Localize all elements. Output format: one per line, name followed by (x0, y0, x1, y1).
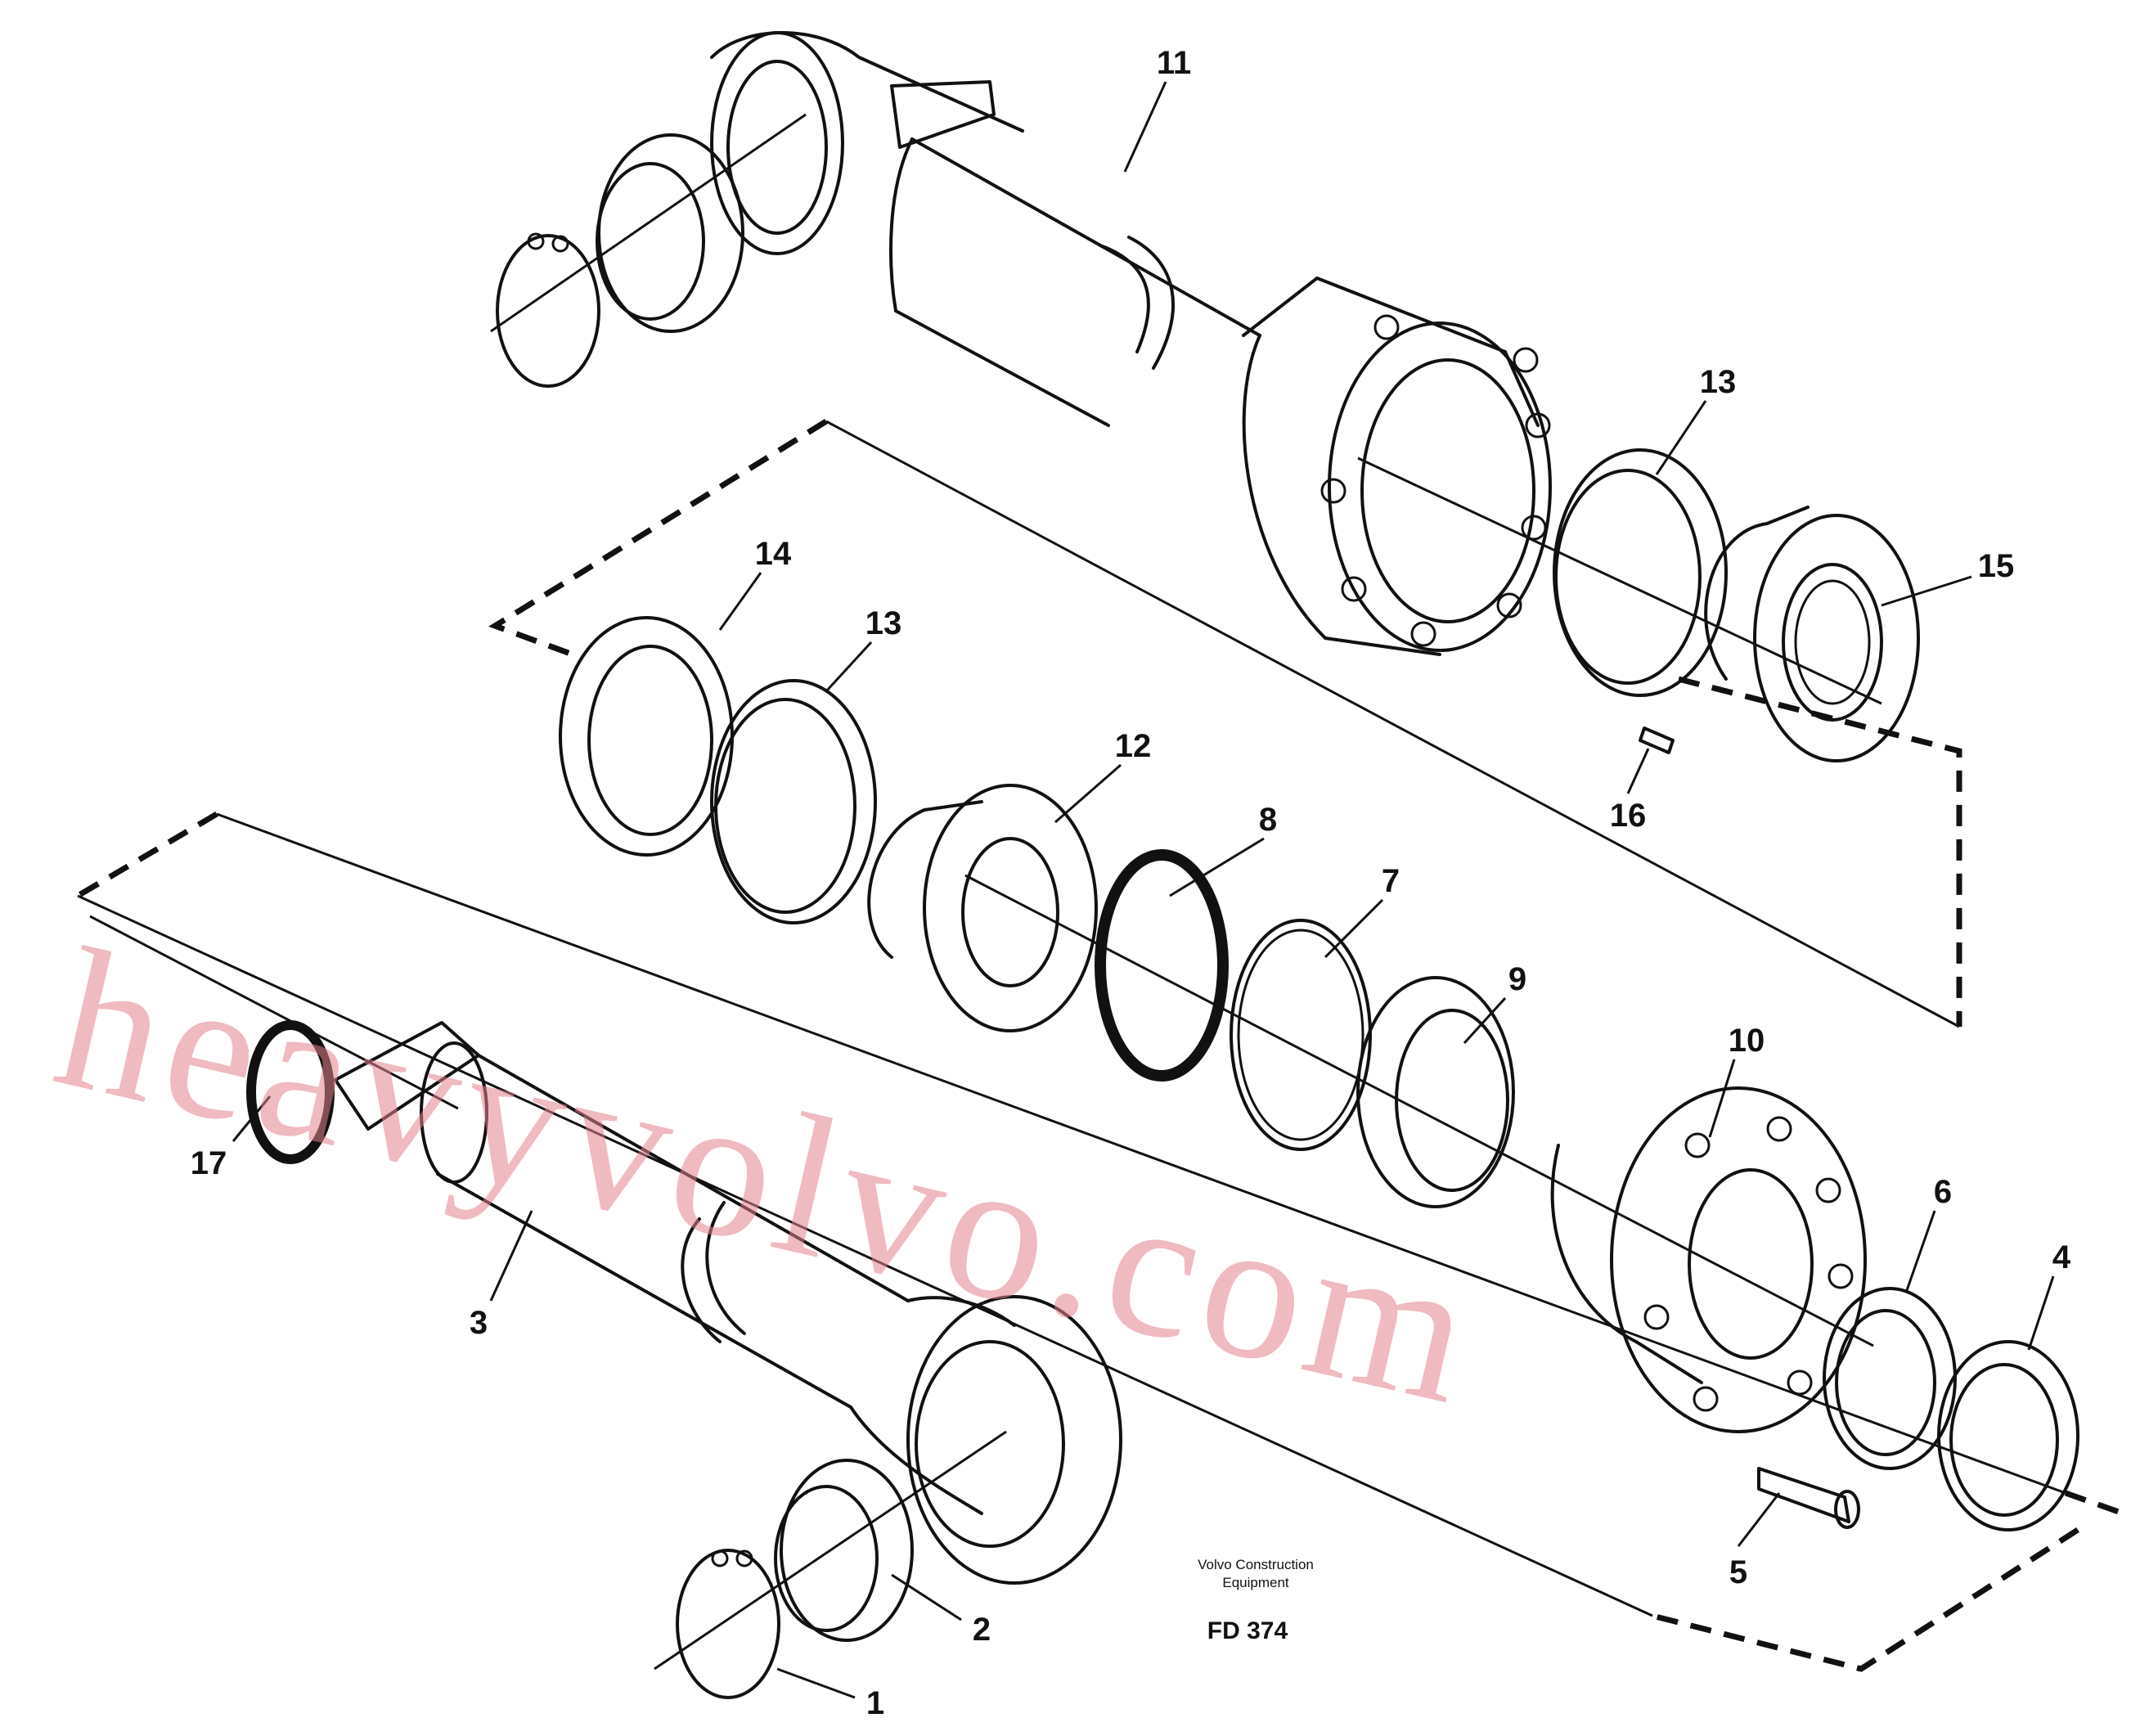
guide-ring-13-upper (1553, 448, 1728, 697)
group-dashed-outline-lower (76, 811, 2120, 1672)
group-dashed-outline-upper (488, 419, 1962, 1027)
leader-lines (232, 81, 2055, 1699)
company-name-line2: Equipment (1222, 1575, 1289, 1590)
cylinder-head-12 (867, 784, 1098, 1032)
cylinder-tube (710, 31, 1552, 656)
cylinder-end-10 (1550, 1086, 1867, 1433)
seal-6 (1823, 1287, 1957, 1470)
piston-15 (1704, 506, 1920, 762)
callout-13-upper: 13 (1700, 364, 1737, 400)
circlip-1 (676, 1549, 780, 1699)
callout-9: 9 (1508, 961, 1526, 997)
watermark: heavyvolvo.com (39, 906, 1497, 1447)
callout-14: 14 (755, 536, 792, 572)
callout-17: 17 (191, 1145, 227, 1181)
guide-ring-13-lower (710, 679, 877, 924)
callout-7: 7 (1382, 863, 1400, 899)
callout-12: 12 (1115, 728, 1152, 764)
callout-16: 16 (1610, 798, 1647, 834)
screw-5 (1757, 1467, 1860, 1529)
o-ring-17 (246, 1020, 335, 1164)
upper-bushing (596, 133, 744, 333)
wiper-4 (1937, 1340, 2079, 1531)
group-outline-solid (77, 420, 2066, 1617)
callout-8: 8 (1259, 802, 1277, 838)
callout-10: 10 (1729, 1023, 1765, 1059)
set-screw-16 (1639, 726, 1675, 754)
backup-ring-7 (1230, 919, 1372, 1151)
drawing-footer: Volvo Construction Equipment FD 374 (1198, 1557, 1314, 1644)
callout-labels: 11 13 14 13 15 16 12 8 7 9 10 17 3 6 4 5… (191, 45, 2071, 1721)
piston-rod (334, 1021, 1122, 1585)
o-ring-8 (1095, 849, 1229, 1082)
bushing-2 (774, 1459, 914, 1642)
seal-14 (559, 616, 734, 857)
upper-circlip (496, 232, 600, 388)
callout-4: 4 (2052, 1239, 2071, 1275)
bushing-9 (1356, 976, 1515, 1208)
callout-6: 6 (1934, 1174, 1952, 1210)
company-name-line1: Volvo Construction (1198, 1557, 1314, 1572)
drawing-code: FD 374 (1207, 1617, 1288, 1644)
callout-3: 3 (470, 1305, 488, 1341)
callout-13-lower: 13 (865, 605, 902, 641)
callout-15: 15 (1978, 548, 2015, 584)
callout-2: 2 (973, 1612, 991, 1648)
callout-11: 11 (1157, 45, 1191, 81)
callout-5: 5 (1729, 1554, 1747, 1590)
callout-1: 1 (866, 1685, 884, 1721)
